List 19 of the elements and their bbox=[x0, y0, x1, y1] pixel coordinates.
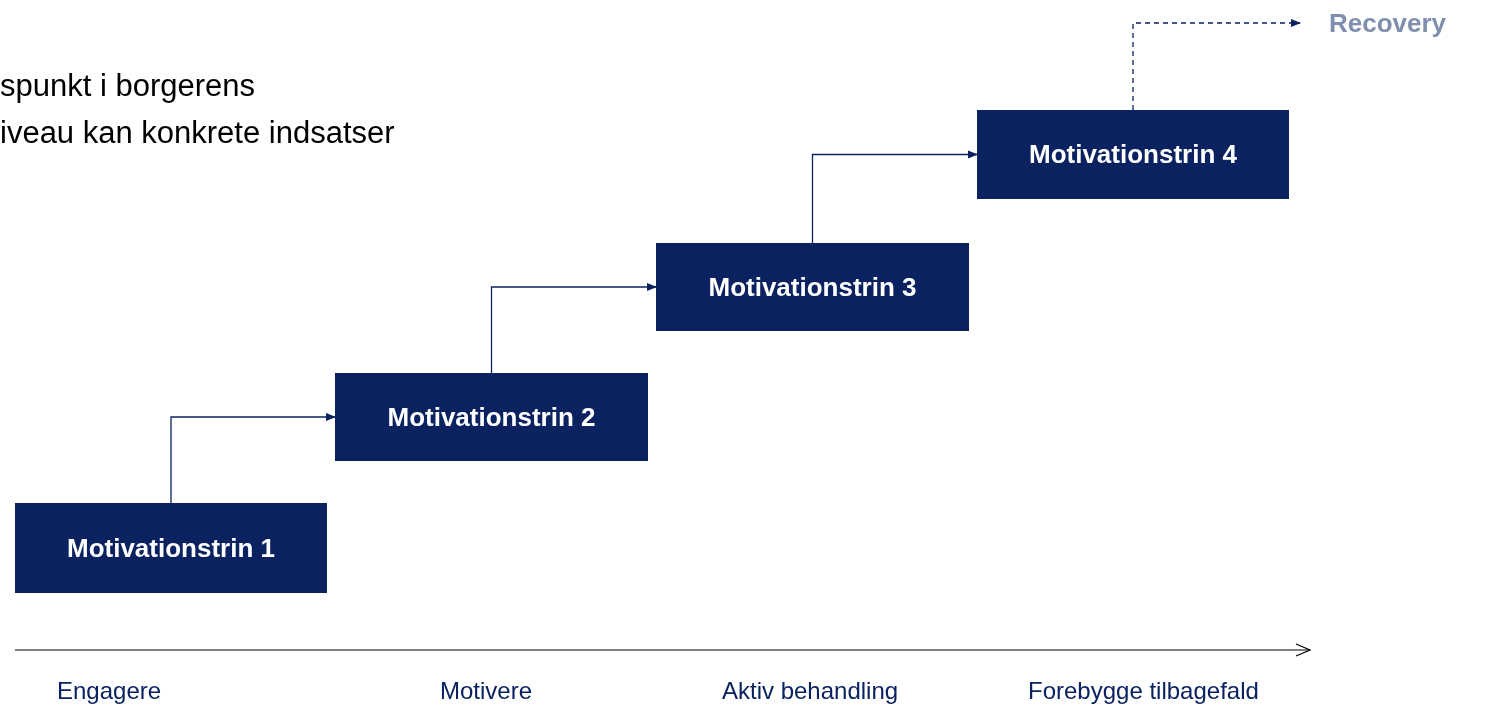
stage-label: Motivationstrin 4 bbox=[1028, 138, 1238, 171]
stage-box bbox=[15, 503, 327, 593]
intro-text: iveau kan konkrete indsatser bbox=[0, 115, 395, 151]
arrow bbox=[811, 150, 978, 244]
outcome-label: Recovery bbox=[1328, 7, 1447, 39]
arrow bbox=[170, 413, 336, 504]
stage-box bbox=[656, 243, 969, 331]
phase-label: Motivere bbox=[440, 677, 533, 705]
stage-label: Motivationstrin 2 bbox=[386, 400, 597, 434]
stage-label: Motivationstrin 3 bbox=[707, 270, 918, 304]
phase-label: Aktiv behandling bbox=[722, 677, 899, 705]
arrow bbox=[490, 283, 657, 374]
stage-box bbox=[335, 373, 648, 461]
stage-box bbox=[977, 110, 1289, 199]
phase-label: Engagere bbox=[57, 677, 162, 705]
phase-label: Forebygge tilbagefald bbox=[1028, 677, 1259, 705]
stage-label: Motivationstrin 1 bbox=[66, 531, 276, 565]
intro-text: spunkt i borgerens bbox=[0, 68, 256, 104]
arrow bbox=[1132, 19, 1301, 111]
